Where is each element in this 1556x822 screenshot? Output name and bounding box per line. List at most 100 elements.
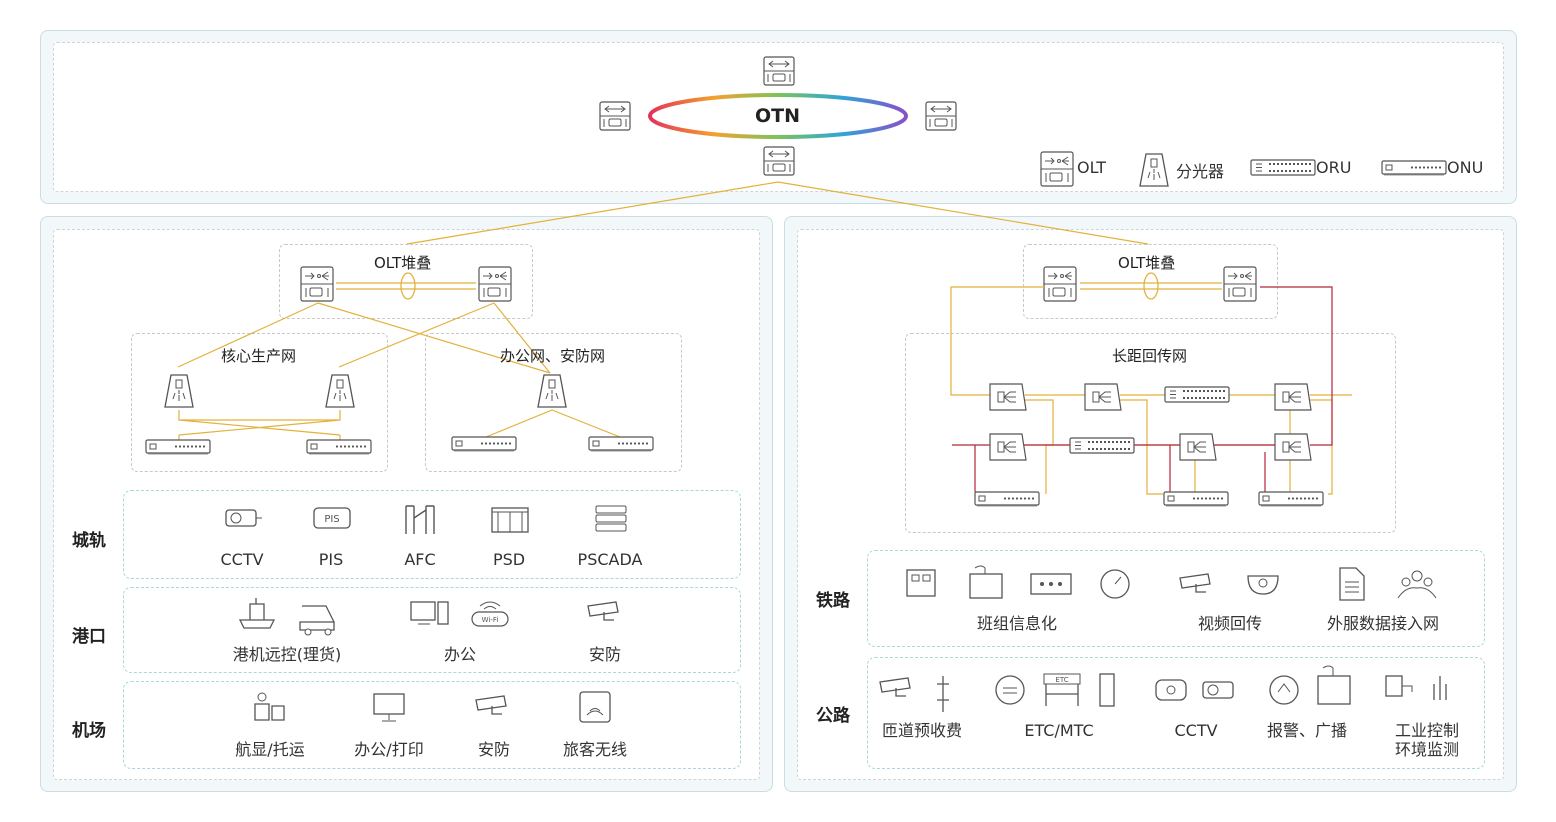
svg-text:Wi-Fi: Wi-Fi [482,616,499,624]
row-label-railway: 铁路 [816,591,850,611]
item-label: 港机远控(理货) [232,645,342,664]
item-label: 安防 [477,740,511,759]
security-camera-icon [587,601,619,621]
item-label: 工业控制 [1394,721,1460,740]
coin-icon [995,675,1025,705]
splitter-icon [1179,433,1217,461]
splitter-icon [1084,383,1122,411]
alarm-icon [1269,675,1299,705]
item-label: CCTV [1174,721,1218,740]
monitor-icon [373,693,405,722]
onu-icon [1258,491,1324,507]
onu-icon [1381,160,1447,176]
port-truck-icon [299,605,335,636]
item-label: ETC/MTC [1024,721,1094,740]
onu-icon [588,436,654,452]
item-label: 旅客无线 [562,740,628,759]
legend-splitter-label: 分光器 [1176,162,1225,181]
device-box-icon [1030,573,1072,595]
cctv-camera-icon [225,509,262,527]
olt-icon [300,266,334,302]
category-box-metro [123,490,741,579]
item-label: 班组信息化 [976,614,1058,633]
left-olt-stack-title: OLT堆叠 [374,254,432,272]
item-label: PSD [492,550,526,569]
item-label: 办公 [443,645,477,664]
olt-icon [1043,266,1077,302]
otn-node-icon [763,56,795,86]
cctv-camera-icon [1202,681,1234,699]
oru-icon [1069,437,1135,454]
pis-display-icon: PIS [313,507,351,529]
item-label: 办公/打印 [354,740,424,759]
splitter-icon [989,433,1027,461]
security-camera-icon [475,695,507,715]
item-label: 外服数据接入网 [1326,614,1440,633]
phone-icon [969,565,1003,599]
wireless-ap-icon [579,691,611,723]
olt-icon [1223,266,1257,302]
antenna-icon [937,676,949,712]
splitter-icon [537,374,567,408]
splitter-icon [1139,153,1169,187]
oru-icon [1164,386,1230,403]
item-label: 视频回传 [1197,614,1263,633]
onu-icon [306,439,372,455]
terminal-icon [906,569,936,597]
category-box-highway [867,657,1485,769]
item-label: 报警、广播 [1266,721,1348,740]
dome-camera-icon [1155,679,1187,701]
item-label: CCTV [220,550,264,569]
row-label-highway: 公路 [816,706,850,726]
cabinet-icon [1099,673,1115,707]
security-camera-icon [1179,573,1211,593]
intercom-icon [1317,665,1351,705]
category-box-port [123,587,741,673]
item-label: PIS [318,550,344,569]
oru-icon [1250,159,1316,176]
otn-ring-label: OTN [755,105,801,127]
pscada-server-icon [595,505,627,532]
wifi-icon: Wi-Fi [471,601,509,627]
document-icon [1339,567,1365,601]
item-label: 匝道预收费 [881,721,963,740]
item-label: 安防 [588,645,622,664]
row-label-port: 港口 [72,627,106,647]
industrial-control-icon [1385,675,1413,697]
item-label: 航显/托运 [235,740,305,759]
legend-oru-label: ORU [1316,158,1352,177]
otn-node-icon [763,146,795,176]
right-olt-stack-title: OLT堆叠 [1118,254,1176,272]
item-label: 环境监测 [1394,740,1460,759]
splitter-icon [164,374,194,408]
left-core-network-title: 核心生产网 [221,347,297,365]
svg-text:PIS: PIS [324,514,339,525]
onu-icon [451,436,517,452]
splitter-icon [1274,383,1312,411]
left-office-network-title: 办公网、安防网 [500,347,606,365]
psd-door-icon [491,507,529,533]
item-label: PSCADA [577,550,643,569]
gauge-icon [1100,569,1130,599]
item-label: AFC [404,550,436,569]
afc-gate-icon [405,505,435,534]
otn-node-icon [925,101,957,131]
svg-text:ETC: ETC [1055,676,1068,684]
right-long-haul-title: 长距回传网 [1112,347,1188,365]
computer-icon [410,601,449,625]
users-icon [1397,570,1437,599]
splitter-icon [989,383,1027,411]
toll-camera-icon [879,677,911,697]
legend-onu-label: ONU [1447,158,1484,177]
legend-olt-label: OLT [1077,158,1107,177]
olt-icon [1040,151,1074,187]
olt-icon [478,266,512,302]
port-crane-icon [238,598,276,629]
row-label-metro: 城轨 [72,531,106,551]
etc-gate-icon: ETC [1043,673,1081,706]
dome-camera-icon [1247,575,1279,595]
onu-icon [1163,491,1229,507]
onu-icon [145,439,211,455]
splitter-icon [325,374,355,408]
